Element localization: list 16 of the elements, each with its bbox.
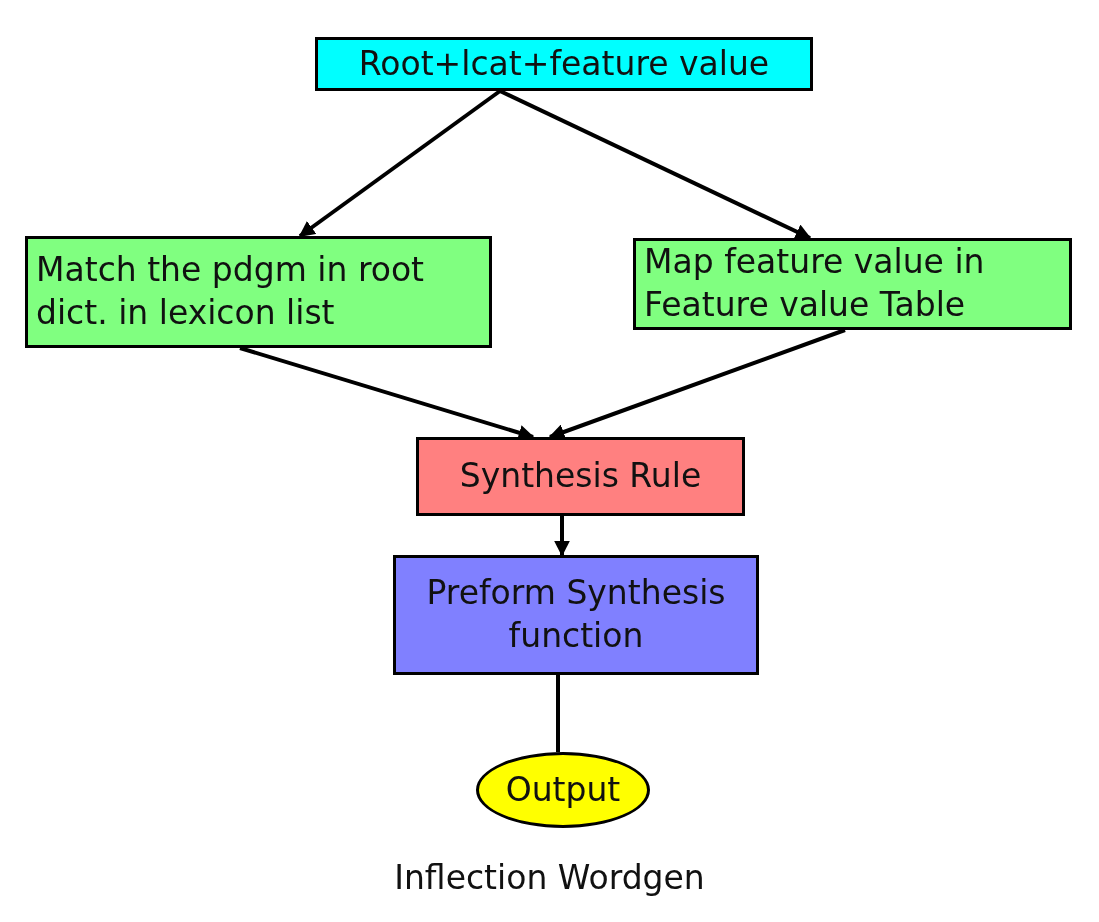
process-box <box>633 238 1072 330</box>
process-box <box>416 437 745 516</box>
node-label: Preform Synthesis function <box>425 572 727 657</box>
process-box <box>315 37 813 91</box>
arrow <box>298 89 502 238</box>
process-box <box>25 236 492 348</box>
connector-line <box>556 675 560 752</box>
node-label: Match the pdgm in root dict. in lexicon list <box>36 249 426 334</box>
process-box <box>393 555 759 675</box>
arrow <box>554 516 570 557</box>
caption: Inflection Wordgen <box>393 858 706 897</box>
node-label: Map feature value in Feature value Table <box>644 241 986 326</box>
node-label: Root+lcat+feature value <box>358 42 770 85</box>
arrow <box>499 89 812 240</box>
node-label: Output <box>505 768 621 811</box>
node-label: Synthesis Rule <box>459 455 702 498</box>
